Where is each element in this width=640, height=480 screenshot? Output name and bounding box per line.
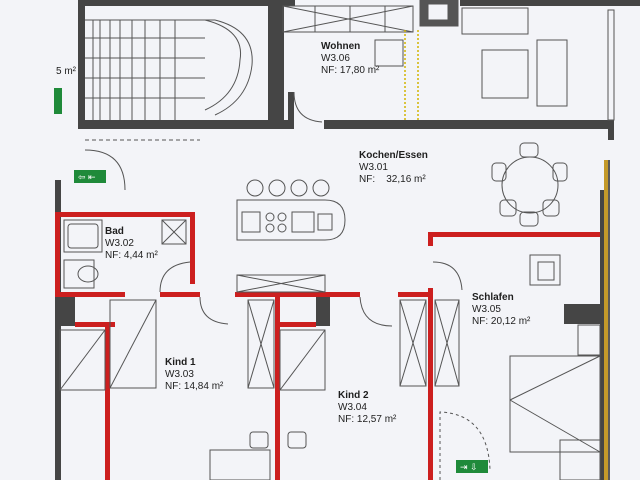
room-name: Wohnen [321,41,361,52]
room-label-kochen: Kochen/Essen W3.01 NF: 32,16 m² [359,150,428,186]
staircase [85,19,253,141]
room-label-kind1: Kind 1 W3.03 NF: 14,84 m² [165,357,223,393]
room-name: Kind 1 [165,357,196,368]
room-area: NF: 17,80 m² [321,65,380,76]
room-code: W3.02 [105,238,134,249]
room-area: NF: 12,57 m² [338,414,397,425]
room-label-schlafen: Schlafen W3.05 NF: 20,12 m² [472,292,530,328]
room-label-kind2: Kind 2 W3.04 NF: 12,57 m² [338,390,396,426]
room-label-bad: Bad W3.02 NF: 4,44 m² [105,226,158,262]
wardrobes [236,274,460,389]
wohnen-furniture [282,0,568,123]
exit-sign-stair [54,88,62,114]
room-code: W3.03 [165,369,194,380]
room-code: W3.01 [359,162,388,173]
exit-sign-left: ⇦ ⇤ [74,170,106,183]
wohnen-window [607,9,615,121]
exit-sign-right: ⇥ ⇩ [456,460,488,473]
wohnen-loft-ladder [404,30,419,120]
room-area-value: 32,16 m² [386,174,426,185]
room-code: W3.04 [338,402,367,413]
svg-text:⇥ ⇩: ⇥ ⇩ [460,462,478,472]
dining-table [491,142,568,227]
doors [84,149,491,480]
facade-line [608,160,610,480]
room-code: W3.06 [321,53,350,64]
room-area-prefix: NF: [359,174,376,185]
red-partition-walls [55,212,600,480]
facade-band [604,160,608,480]
outer-walls [55,0,640,480]
room-area: NF: 4,44 m² [105,250,158,261]
room-name: Schlafen [472,292,514,303]
room-name: Kochen/Essen [359,150,428,161]
room-name: Bad [105,226,124,237]
room-name: Kind 2 [338,390,369,401]
room-area: NF: 14,84 m² [165,381,224,392]
room-label-wohnen: Wohnen W3.06 NF: 17,80 m² [321,41,379,77]
svg-text:⇦ ⇤: ⇦ ⇤ [78,172,96,182]
beds [59,254,601,480]
room-code: W3.05 [472,304,501,315]
kitchen-island [236,179,346,241]
stair-area-label: 5 m² [56,66,76,77]
bad-fixtures [63,219,191,293]
room-area: NF: 20,12 m² [472,316,531,327]
